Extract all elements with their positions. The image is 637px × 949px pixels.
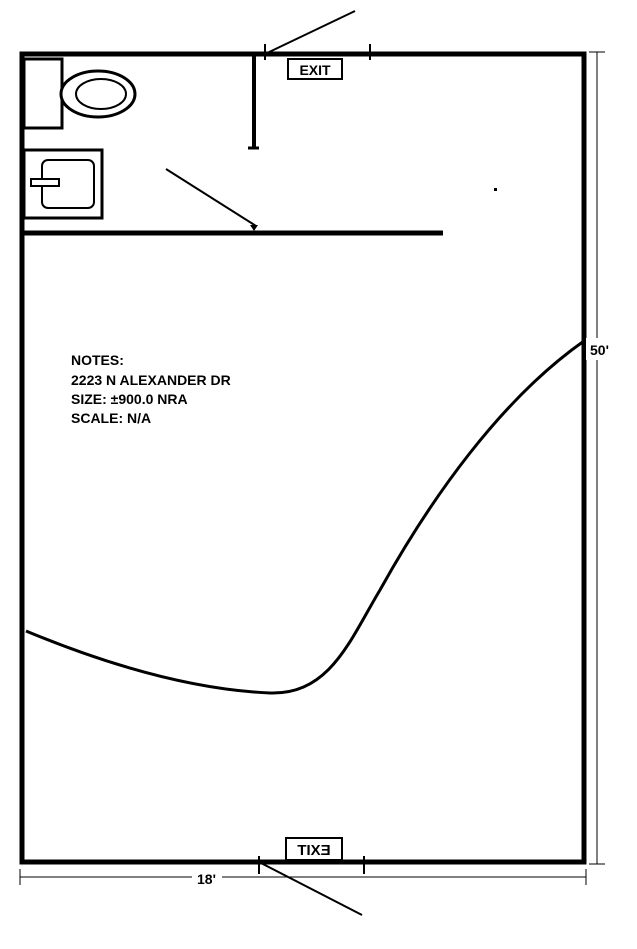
bottom-exit-label: EXIT	[297, 842, 330, 859]
notes-size: SIZE: ±900.0 NRA	[71, 391, 188, 407]
marker-dot	[494, 188, 497, 191]
restroom-door-hinge	[250, 225, 258, 231]
bottom-exit-sign: EXIT	[285, 837, 343, 861]
notes-heading: NOTES:	[71, 352, 124, 368]
width-dimension: 18'	[19, 868, 587, 890]
top-exit-door-swing	[264, 10, 356, 55]
width-dimension-label: 18'	[197, 871, 216, 887]
height-dimension: 50'	[586, 51, 614, 865]
notes-address: 2223 N ALEXANDER DR	[71, 372, 231, 388]
top-exit-sign: EXIT	[287, 58, 343, 80]
sink-icon	[22, 148, 104, 220]
top-exit-label: EXIT	[299, 62, 331, 78]
notes-scale: SCALE: N/A	[71, 410, 151, 426]
flow-curve	[25, 339, 585, 695]
notes-block: NOTES: 2223 N ALEXANDER DR SIZE: ±900.0 …	[71, 352, 231, 426]
restroom-door-swing	[165, 168, 257, 227]
height-dimension-label: 50'	[590, 342, 609, 358]
outer-wall	[19, 51, 587, 865]
bottom-exit-door-swing	[258, 861, 363, 916]
toilet-icon	[22, 57, 137, 130]
